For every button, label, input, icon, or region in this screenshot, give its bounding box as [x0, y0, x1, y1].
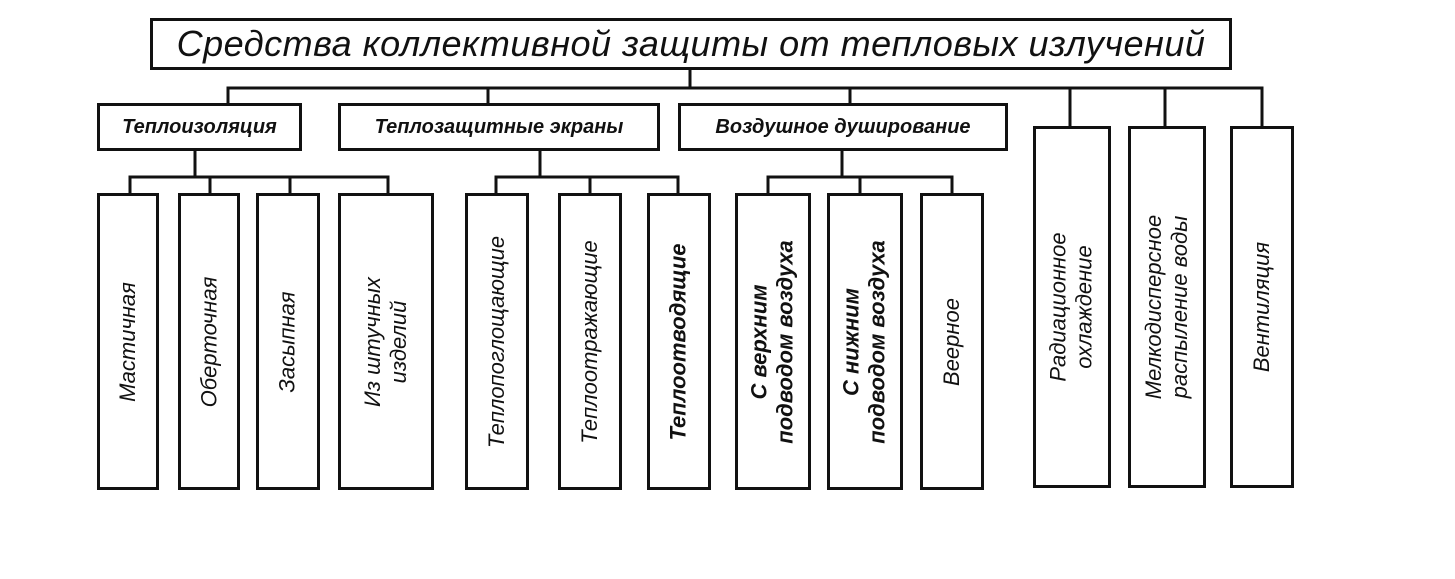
item-label: С верхним подводом воздуха [747, 239, 799, 444]
item-label: Теплоотводящие [666, 242, 691, 441]
item-ventilation: Вентиляция [1230, 126, 1294, 488]
item-heat-absorbing: Теплопоглощающие [465, 193, 529, 490]
item-label: Веерное [939, 297, 964, 386]
item-label: Вентиляция [1249, 241, 1274, 373]
item-bottom-air-supply: С нижним подводом воздуха [827, 193, 903, 490]
item-fan-type: Веерное [920, 193, 984, 490]
item-label: Мастичная [115, 281, 141, 402]
category-thermal-insulation: Теплоизоляция [97, 103, 302, 151]
item-mastic: Мастичная [97, 193, 159, 490]
item-label: Оберточная [196, 276, 222, 407]
category-label: Теплоизоляция [122, 115, 277, 138]
item-label: Теплоотражающие [577, 239, 602, 444]
root-title: Средства коллективной защиты от тепловых… [176, 23, 1206, 64]
category-heat-shields: Теплозащитные экраны [338, 103, 660, 151]
category-label: Воздушное душирование [715, 115, 971, 138]
item-label: Засыпная [275, 290, 301, 393]
item-heat-reflecting: Теплоотражающие [558, 193, 622, 490]
item-label: Из штучных изделий [360, 276, 411, 407]
item-fine-water-spray: Мелкодисперсное распыление воды [1128, 126, 1206, 488]
item-label: Теплопоглощающие [484, 235, 510, 448]
item-heat-removing: Теплоотводящие [647, 193, 711, 490]
item-radiation-cooling: Радиационное охлаждение [1033, 126, 1111, 488]
category-air-showering: Воздушное душирование [678, 103, 1008, 151]
item-piece-products: Из штучных изделий [338, 193, 434, 490]
item-wrapping: Оберточная [178, 193, 240, 490]
item-label: С нижним подводом воздуха [839, 239, 891, 444]
item-label: Мелкодисперсное распыление воды [1141, 214, 1193, 400]
item-backfill: Засыпная [256, 193, 320, 490]
item-label: Радиационное охлаждение [1046, 232, 1097, 382]
root-box: Средства коллективной защиты от тепловых… [150, 18, 1232, 70]
item-top-air-supply: С верхним подводом воздуха [735, 193, 811, 490]
category-label: Теплозащитные экраны [374, 115, 624, 138]
